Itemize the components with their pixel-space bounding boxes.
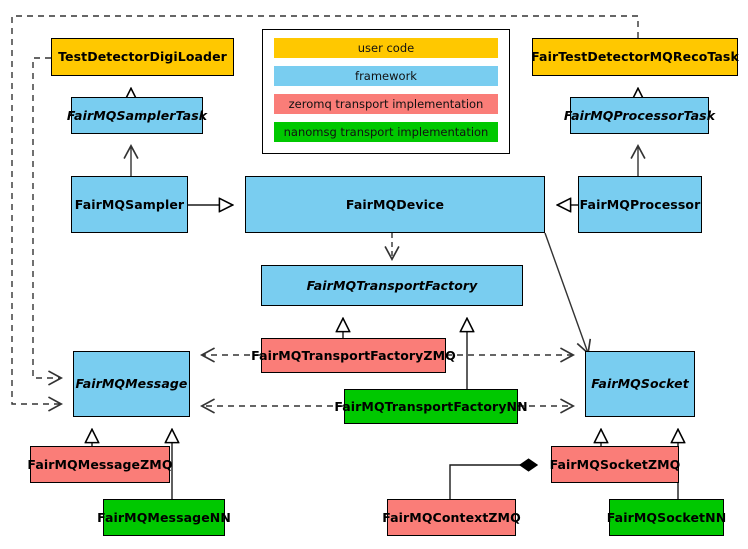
class-box-label: FairMQTransportFactoryNN [334,398,528,414]
edge-digiloader-to-message [32,57,61,378]
legend-item-label: nanomsg transport implementation [283,125,489,139]
class-box-fairmqmessage[interactable]: FairMQMessage [73,351,190,417]
legend-item-zmq: zeromq transport implementation [274,94,498,114]
class-box-label: FairMQTransportFactory [306,277,478,293]
class-box-fairmqprocessor[interactable]: FairMQProcessor [578,176,702,233]
legend-item-nn: nanomsg transport implementation [274,122,498,142]
class-box-label: FairMQSampler [74,196,185,212]
class-box-fairmqmessagezmq[interactable]: FairMQMessageZMQ [27,446,173,483]
class-box-label: FairTestDetectorMQRecoTask [531,49,739,65]
class-box-label: FairMQProcessorTask [563,107,716,123]
legend-item-label: framework [355,69,417,83]
class-box-fairmqmessagenn[interactable]: FairMQMessageNN [97,499,231,536]
edge-contextzmq-to-socketzmq [449,465,537,499]
class-box-label: FairMQTransportFactoryZMQ [251,347,456,363]
class-box-fairmqtransportfactoryzmq[interactable]: FairMQTransportFactoryZMQ [251,338,456,373]
class-box-fairmqsampler[interactable]: FairMQSampler [71,176,188,233]
class-box-fairmqprocessortask[interactable]: FairMQProcessorTask [564,97,715,134]
class-box-fairmqcontextzmq[interactable]: FairMQContextZMQ [382,499,521,536]
class-box-label: FairMQDevice [345,196,445,212]
class-box-label: FairMQSocketZMQ [549,456,681,472]
class-box-label: FairMQMessageNN [97,509,231,525]
class-box-fairmqsamplertask[interactable]: FairMQSamplerTask [67,97,207,134]
class-box-testdetectordigiloader[interactable]: TestDetectorDigiLoader [51,38,234,76]
class-box-label: FairMQMessageZMQ [27,456,173,472]
class-box-label: TestDetectorDigiLoader [58,49,227,65]
class-box-fairmqsocketnn[interactable]: FairMQSocketNN [606,499,727,536]
class-box-fairmqtransportfactorynn[interactable]: FairMQTransportFactoryNN [334,389,528,424]
class-box-label: FairMQContextZMQ [382,509,521,525]
legend-panel: user code framework zeromq transport imple… [262,29,510,154]
legend-item-framework: framework [274,66,498,86]
class-box-label: FairMQProcessor [579,196,701,212]
legend-item-user: user code [274,38,498,58]
class-box-fairmqdevice[interactable]: FairMQDevice [245,176,545,233]
legend-item-label: zeromq transport implementation [288,97,484,111]
class-box-label: FairMQSocketNN [606,509,727,525]
class-box-fairtestdetectormqrecotask[interactable]: FairTestDetectorMQRecoTask [531,38,739,76]
class-box-fairmqtransportfactory[interactable]: FairMQTransportFactory [261,265,523,306]
class-box-fairmqsocketzmq[interactable]: FairMQSocketZMQ [549,446,681,483]
edge-device-to-socket [544,232,588,353]
legend-item-label: user code [357,41,415,55]
class-box-label: FairMQSamplerTask [66,107,208,123]
class-box-label: FairMQSocket [591,376,689,392]
class-box-fairmqsocket[interactable]: FairMQSocket [585,351,695,417]
class-box-label: FairMQMessage [75,376,188,392]
